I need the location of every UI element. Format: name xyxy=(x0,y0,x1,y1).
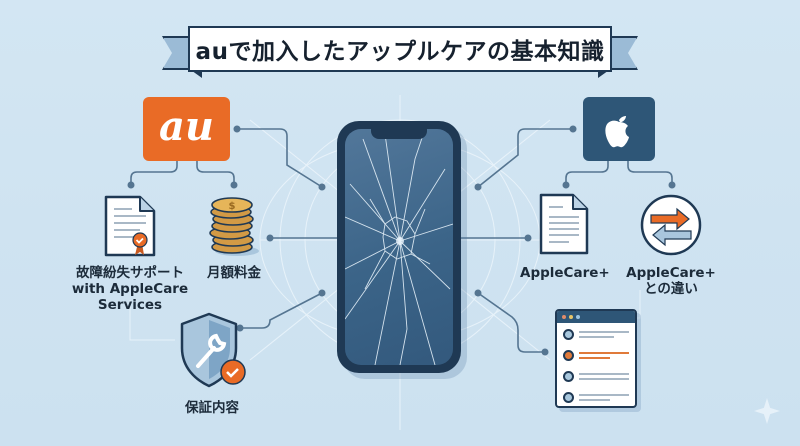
au-logo-text: au xyxy=(159,102,214,150)
svg-text:$: $ xyxy=(229,201,236,212)
certificate-document-icon xyxy=(104,195,156,257)
au-logo: au xyxy=(143,97,230,161)
coin-stack-icon: $ xyxy=(203,193,265,257)
label-failure-loss-support: 故障紛失サポート with AppleCare Services xyxy=(60,265,200,313)
shield-wrench-icon xyxy=(178,312,250,392)
label-line: 故障紛失サポート xyxy=(76,265,184,281)
label-line: との違い xyxy=(644,281,698,297)
list-window-icon xyxy=(555,309,637,408)
exchange-arrows-icon xyxy=(637,193,707,259)
label-applecare-plus: AppleCare+ xyxy=(520,265,610,281)
document-icon xyxy=(539,193,589,255)
label-line: AppleCare+ xyxy=(520,265,610,281)
apple-logo-icon xyxy=(605,116,629,148)
phone-notch xyxy=(371,129,427,139)
title-banner: auで加入したアップルケアの基本知識 xyxy=(188,26,612,72)
window-title-bar xyxy=(557,311,635,323)
page-title: auで加入したアップルケアの基本知識 xyxy=(195,39,605,65)
list-row xyxy=(557,366,635,386)
cracked-screen xyxy=(345,129,453,365)
list-row xyxy=(557,387,635,406)
banner-fold-left xyxy=(188,68,202,78)
apple-logo-box xyxy=(583,97,655,161)
label-line: 保証内容 xyxy=(185,400,239,416)
list-row xyxy=(557,324,635,344)
list-row-highlighted xyxy=(557,345,635,365)
label-warranty-content: 保証内容 xyxy=(176,400,248,416)
label-monthly-fee: 月額料金 xyxy=(196,265,272,281)
label-line: Services xyxy=(97,297,163,313)
label-line: 月額料金 xyxy=(207,265,261,281)
banner-fold-right xyxy=(598,68,612,78)
label-line: AppleCare+ xyxy=(626,265,716,281)
label-line: with AppleCare xyxy=(71,281,189,297)
label-difference-from-applecare: AppleCare+ との違い xyxy=(625,265,717,297)
